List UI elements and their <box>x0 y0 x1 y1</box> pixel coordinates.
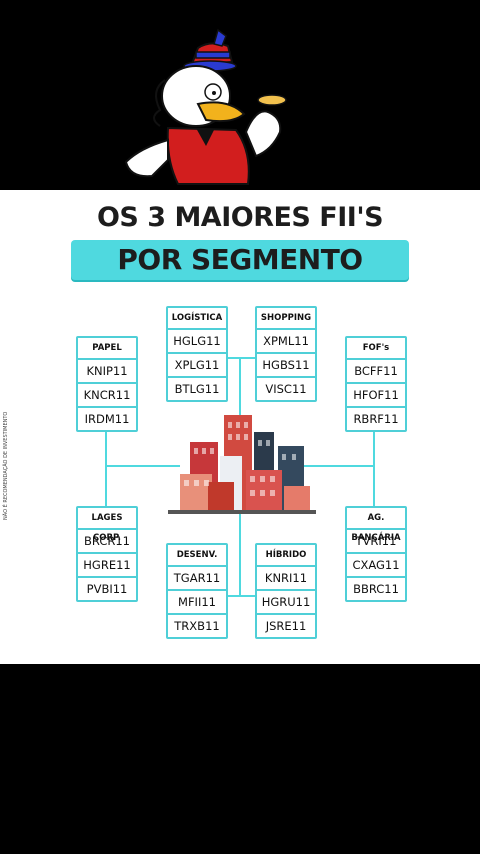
cartoon-duck-icon <box>124 28 287 185</box>
page-subtitle: POR SEGMENTO <box>117 243 363 276</box>
ticker: TRXB11 <box>174 619 220 633</box>
ticker: KNCR11 <box>78 384 136 408</box>
group-label: LOGÍSTICA <box>168 308 226 330</box>
group-label: SHOPPING <box>257 308 315 330</box>
ticker: VISC11 <box>265 382 307 396</box>
ticker: XPLG11 <box>168 354 226 378</box>
subtitle-banner: POR SEGMENTO <box>71 240 409 280</box>
buildings-icon <box>168 415 316 514</box>
group-label: FOF's <box>347 338 405 360</box>
ticker: HGRE11 <box>78 554 136 578</box>
ticker: KNRI11 <box>257 567 315 591</box>
group-ag-bancaria: AG. BANCÁRIA TVRI11 CXAG11 BBRC11 <box>345 506 407 602</box>
group-label: AG. BANCÁRIA <box>347 508 405 543</box>
ticker: HFOF11 <box>347 384 405 408</box>
ticker: HGRU11 <box>257 591 315 615</box>
ticker: TVRI11 <box>347 530 405 554</box>
ticker: BCFF11 <box>347 360 405 384</box>
group-label: PAPEL <box>78 338 136 360</box>
group-fofs: FOF's BCFF11 HFOF11 RBRF11 <box>345 336 407 432</box>
ticker: RBRF11 <box>353 412 399 426</box>
group-hibrido: HÍBRIDO KNRI11 HGRU11 JSRE11 <box>255 543 317 639</box>
group-label: DESENV. <box>168 545 226 567</box>
ticker: JSRE11 <box>265 619 307 633</box>
ticker: BTLG11 <box>174 382 220 396</box>
bottom-black-band <box>0 664 480 854</box>
group-papel: PAPEL KNIP11 KNCR11 IRDM11 <box>76 336 138 432</box>
group-logistica: LOGÍSTICA HGLG11 XPLG11 BTLG11 <box>166 306 228 402</box>
ticker: CXAG11 <box>347 554 405 578</box>
ticker: MFII11 <box>168 591 226 615</box>
ticker: HGBS11 <box>257 354 315 378</box>
group-shopping: SHOPPING XPML11 HGBS11 VISC11 <box>255 306 317 402</box>
group-label: LAGES CORP. <box>78 508 136 543</box>
ticker: BRCR11 <box>78 530 136 554</box>
group-label: HÍBRIDO <box>257 545 315 567</box>
group-lages-corp: LAGES CORP. BRCR11 HGRE11 PVBI11 <box>76 506 138 602</box>
ticker: BBRC11 <box>353 582 399 596</box>
ticker: XPML11 <box>257 330 315 354</box>
ticker: IRDM11 <box>84 412 130 426</box>
ticker: TGAR11 <box>168 567 226 591</box>
ticker: HGLG11 <box>168 330 226 354</box>
group-desenv: DESENV. TGAR11 MFII11 TRXB11 <box>166 543 228 639</box>
page-title: OS 3 MAIORES FII'S <box>96 202 384 233</box>
ticker: PVBI11 <box>86 582 128 596</box>
ticker: KNIP11 <box>78 360 136 384</box>
